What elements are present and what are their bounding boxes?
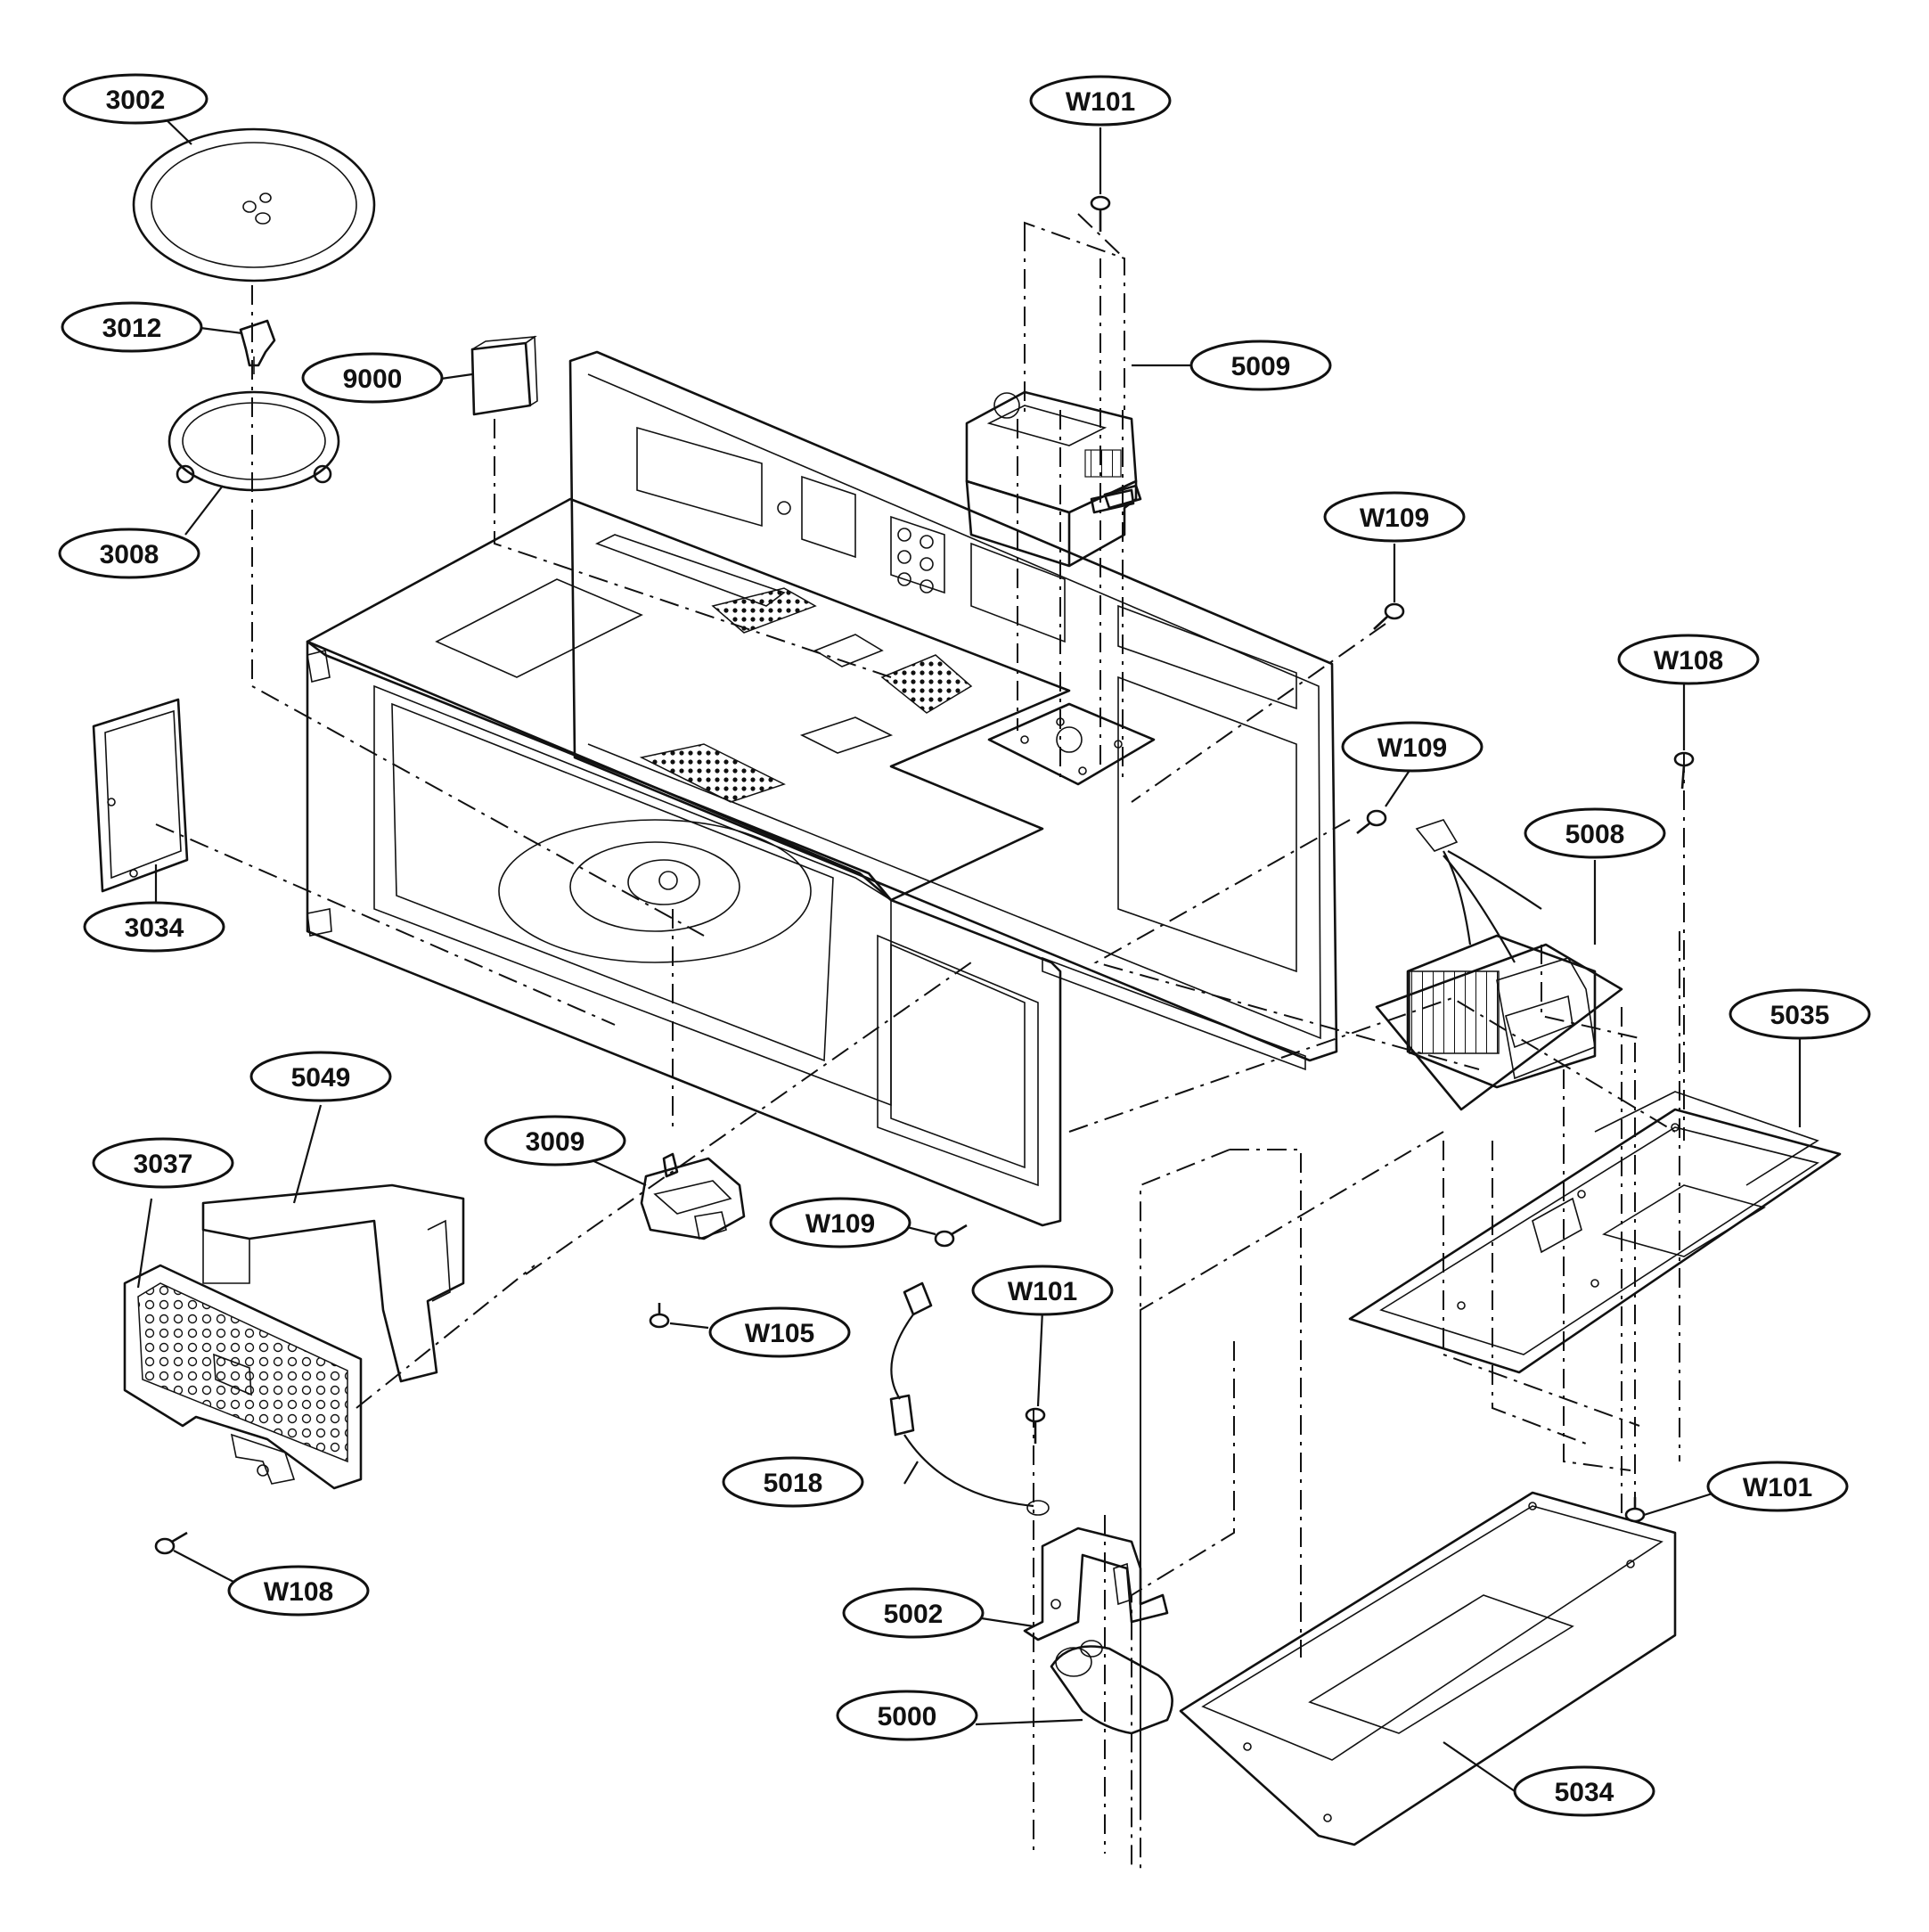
callout-label: 9000 bbox=[343, 364, 403, 394]
magnetron bbox=[965, 390, 1142, 568]
screw-w109-c bbox=[934, 1224, 968, 1248]
turntable-motor bbox=[640, 1152, 746, 1240]
callout-label: W109 bbox=[1360, 503, 1429, 533]
callout-3034: 3034 bbox=[83, 901, 225, 953]
turntable-coupler bbox=[239, 319, 276, 374]
callout-label: W108 bbox=[1654, 646, 1723, 675]
callout-w109-a: W109 bbox=[1323, 491, 1466, 543]
callout-label: 5008 bbox=[1565, 820, 1625, 849]
callout-label: W101 bbox=[1008, 1277, 1077, 1306]
callout-w101-top: W101 bbox=[1029, 75, 1172, 127]
callout-label: 5002 bbox=[884, 1600, 944, 1629]
callout-label: W101 bbox=[1743, 1473, 1812, 1502]
callout-label: 5034 bbox=[1555, 1778, 1614, 1807]
callout-label: W109 bbox=[805, 1209, 875, 1239]
callout-label: 5018 bbox=[764, 1469, 823, 1498]
callout-3008: 3008 bbox=[58, 528, 200, 579]
capacitor-bracket bbox=[1023, 1527, 1169, 1641]
callout-label: W108 bbox=[264, 1577, 333, 1607]
callout-3012: 3012 bbox=[61, 301, 203, 353]
bottom-cover-5034 bbox=[1179, 1491, 1677, 1846]
callout-label: W105 bbox=[745, 1319, 814, 1348]
callout-w108-left: W108 bbox=[227, 1565, 370, 1617]
callout-5009: 5009 bbox=[1189, 340, 1332, 391]
callout-5008: 5008 bbox=[1524, 807, 1666, 859]
callout-label: 5009 bbox=[1231, 352, 1291, 381]
callout-label: 3034 bbox=[125, 913, 184, 943]
base-plate-5035 bbox=[1348, 1091, 1842, 1374]
callout-label: 3012 bbox=[102, 314, 162, 343]
air-duct-5049 bbox=[201, 1183, 465, 1383]
callout-label: W109 bbox=[1377, 733, 1447, 763]
screw-w109-a bbox=[1373, 602, 1405, 630]
callout-w101-right: W101 bbox=[1706, 1461, 1849, 1512]
callout-3009: 3009 bbox=[484, 1115, 626, 1167]
callout-w108-right: W108 bbox=[1617, 634, 1760, 685]
callout-w101-mid: W101 bbox=[971, 1265, 1114, 1316]
callout-label: W101 bbox=[1066, 87, 1135, 117]
callout-w109-c: W109 bbox=[769, 1197, 911, 1248]
callout-5049: 5049 bbox=[249, 1051, 392, 1102]
callout-5002: 5002 bbox=[842, 1587, 985, 1639]
callout-3002: 3002 bbox=[62, 73, 208, 125]
roller-ring bbox=[168, 390, 340, 492]
callout-3037: 3037 bbox=[92, 1137, 234, 1189]
callout-label: 3002 bbox=[106, 86, 166, 115]
oven-cavity-chassis bbox=[306, 350, 1338, 1227]
callout-w105: W105 bbox=[708, 1306, 851, 1358]
callout-label: 5000 bbox=[878, 1702, 937, 1731]
screw-w105 bbox=[649, 1303, 670, 1329]
component-block-9000 bbox=[470, 335, 538, 416]
callout-label: 5049 bbox=[291, 1063, 351, 1093]
callout-label: 3009 bbox=[526, 1127, 585, 1157]
callout-9000: 9000 bbox=[301, 352, 444, 404]
screw-w109-b bbox=[1356, 809, 1387, 835]
callout-label: 3037 bbox=[134, 1150, 193, 1179]
screw-w101-mid bbox=[1025, 1407, 1046, 1444]
waveguide-cover-3034 bbox=[92, 698, 189, 893]
screw-w108-right bbox=[1673, 751, 1695, 790]
high-voltage-capacitor bbox=[1050, 1640, 1173, 1735]
ground-wire-harness bbox=[889, 1281, 1050, 1516]
screw-w101-top bbox=[1090, 195, 1111, 232]
glass-turntable-tray bbox=[132, 127, 376, 282]
callout-5035: 5035 bbox=[1729, 988, 1871, 1040]
leader-lines bbox=[136, 113, 1802, 1792]
callout-5018: 5018 bbox=[722, 1456, 864, 1508]
high-voltage-transformer bbox=[1375, 819, 1623, 1111]
callout-label: 5035 bbox=[1770, 1001, 1830, 1030]
callout-label: 3008 bbox=[100, 540, 159, 569]
callout-w109-b: W109 bbox=[1341, 721, 1484, 773]
screw-w108-left bbox=[154, 1531, 188, 1555]
perforated-panel-3037 bbox=[123, 1264, 363, 1490]
callout-5000: 5000 bbox=[836, 1690, 978, 1741]
callout-5034: 5034 bbox=[1513, 1765, 1655, 1817]
screw-w101-right bbox=[1624, 1497, 1646, 1523]
